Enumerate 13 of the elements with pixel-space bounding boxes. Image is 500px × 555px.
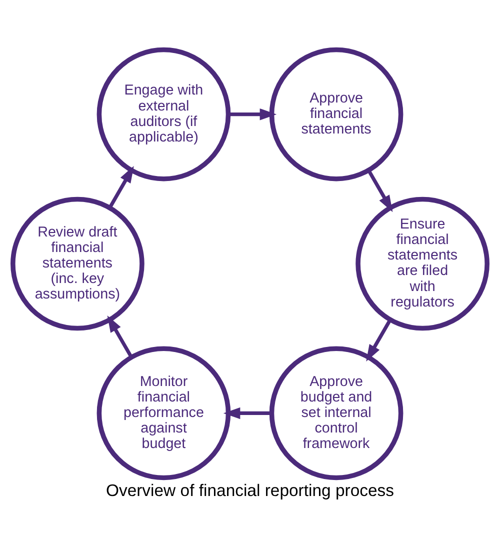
arrow — [108, 166, 134, 209]
arrow — [223, 407, 272, 420]
node-circle: Engage with external auditors (if applicable) — [96, 47, 231, 182]
arrow — [107, 315, 133, 358]
arrow — [228, 108, 277, 120]
node-circle: Monitor financial performance against budget — [96, 346, 231, 480]
diagram-title: Overview of financial reporting process — [106, 480, 394, 500]
node-circle: Approve budget and set internal control framework — [269, 346, 404, 480]
arrow — [366, 318, 392, 362]
node-circle: Approve financial statements — [269, 47, 404, 182]
node-circle: Review draft financial statements (inc. key assumptions) — [10, 196, 144, 331]
node-circle: Ensure financial statements are filed with regulators — [356, 196, 490, 331]
arrow — [367, 169, 393, 212]
